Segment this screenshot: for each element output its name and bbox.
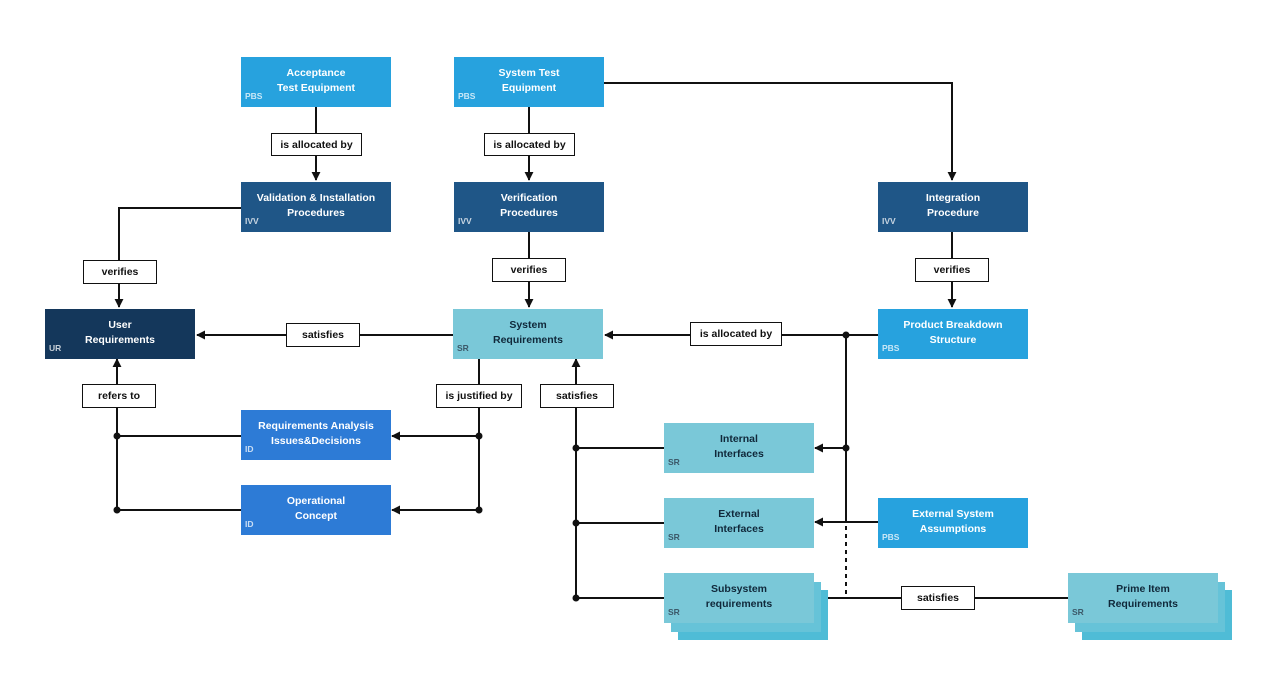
validation-installation-procedures-node[interactable]: Validation & Installation Procedures IVV (241, 182, 391, 232)
node-type-tag: SR (457, 343, 469, 353)
node-type-tag: ID (245, 519, 254, 529)
node-type-tag: SR (1072, 607, 1084, 617)
node-type-tag: IVV (245, 216, 259, 226)
node-title: Verification Procedures (500, 192, 558, 219)
node-title: Validation & Installation Procedures (256, 192, 376, 219)
node-type-tag: UR (49, 343, 62, 353)
node-type-tag: PBS (458, 91, 476, 101)
node-type-tag: PBS (882, 532, 900, 542)
node-title: Operational Concept (286, 495, 346, 522)
verification-procedures-node[interactable]: Verification Procedures IVV (454, 182, 604, 232)
relation-label-verifies-system: verifies (492, 258, 566, 282)
node-title: Product Breakdown Structure (903, 319, 1003, 346)
node-title: Subsystem requirements (705, 583, 773, 610)
relation-label-verifies-user: verifies (83, 260, 157, 284)
external-system-assumptions-node[interactable]: External System Assumptions PBS (878, 498, 1028, 548)
node-type-tag: PBS (882, 343, 900, 353)
internal-interfaces-node[interactable]: Internal Interfaces SR (664, 423, 814, 473)
node-title: External System Assumptions (912, 508, 994, 535)
node-title: System Requirements (492, 319, 564, 346)
relation-label-justified-by: is justified by (436, 384, 522, 408)
system-requirements-node[interactable]: System Requirements SR (453, 309, 603, 359)
relation-label-allocated-system-test: is allocated by (484, 133, 575, 156)
relation-label-satisfies-subsystems: satisfies (540, 384, 614, 408)
relation-label-satisfies-prime: satisfies (901, 586, 975, 610)
node-type-tag: SR (668, 532, 680, 542)
node-title: User Requirements (84, 319, 156, 346)
node-type-tag: SR (668, 607, 680, 617)
node-title: Requirements Analysis Issues&Decisions (258, 420, 374, 447)
node-type-tag: IVV (882, 216, 896, 226)
relation-label-allocated-acceptance: is allocated by (271, 133, 362, 156)
system-test-equipment-node[interactable]: System Test Equipment PBS (454, 57, 604, 107)
node-title: Prime Item Requirements (1107, 583, 1179, 610)
node-type-tag: IVV (458, 216, 472, 226)
prime-item-requirements-node[interactable]: Prime Item Requirements SR (1068, 573, 1218, 623)
node-type-tag: SR (668, 457, 680, 467)
node-title: Integration Procedure (925, 192, 981, 219)
user-requirements-node[interactable]: User Requirements UR (45, 309, 195, 359)
relation-label-refers-to: refers to (82, 384, 156, 408)
node-title: Internal Interfaces (714, 433, 764, 460)
product-breakdown-structure-node[interactable]: Product Breakdown Structure PBS (878, 309, 1028, 359)
operational-concept-node[interactable]: Operational Concept ID (241, 485, 391, 535)
node-title: System Test Equipment (498, 67, 560, 94)
node-title: Acceptance Test Equipment (277, 67, 355, 94)
node-type-tag: ID (245, 444, 254, 454)
requirements-analysis-node[interactable]: Requirements Analysis Issues&Decisions I… (241, 410, 391, 460)
integration-procedure-node[interactable]: Integration Procedure IVV (878, 182, 1028, 232)
relation-label-verifies-pbs: verifies (915, 258, 989, 282)
node-type-tag: PBS (245, 91, 263, 101)
external-interfaces-node[interactable]: External Interfaces SR (664, 498, 814, 548)
relation-label-satisfies-user: satisfies (286, 323, 360, 347)
subsystem-requirements-node[interactable]: Subsystem requirements SR (664, 573, 814, 623)
relation-label-allocated-pbs: is allocated by (690, 322, 782, 346)
node-title: External Interfaces (714, 508, 764, 535)
acceptance-test-equipment-node[interactable]: Acceptance Test Equipment PBS (241, 57, 391, 107)
